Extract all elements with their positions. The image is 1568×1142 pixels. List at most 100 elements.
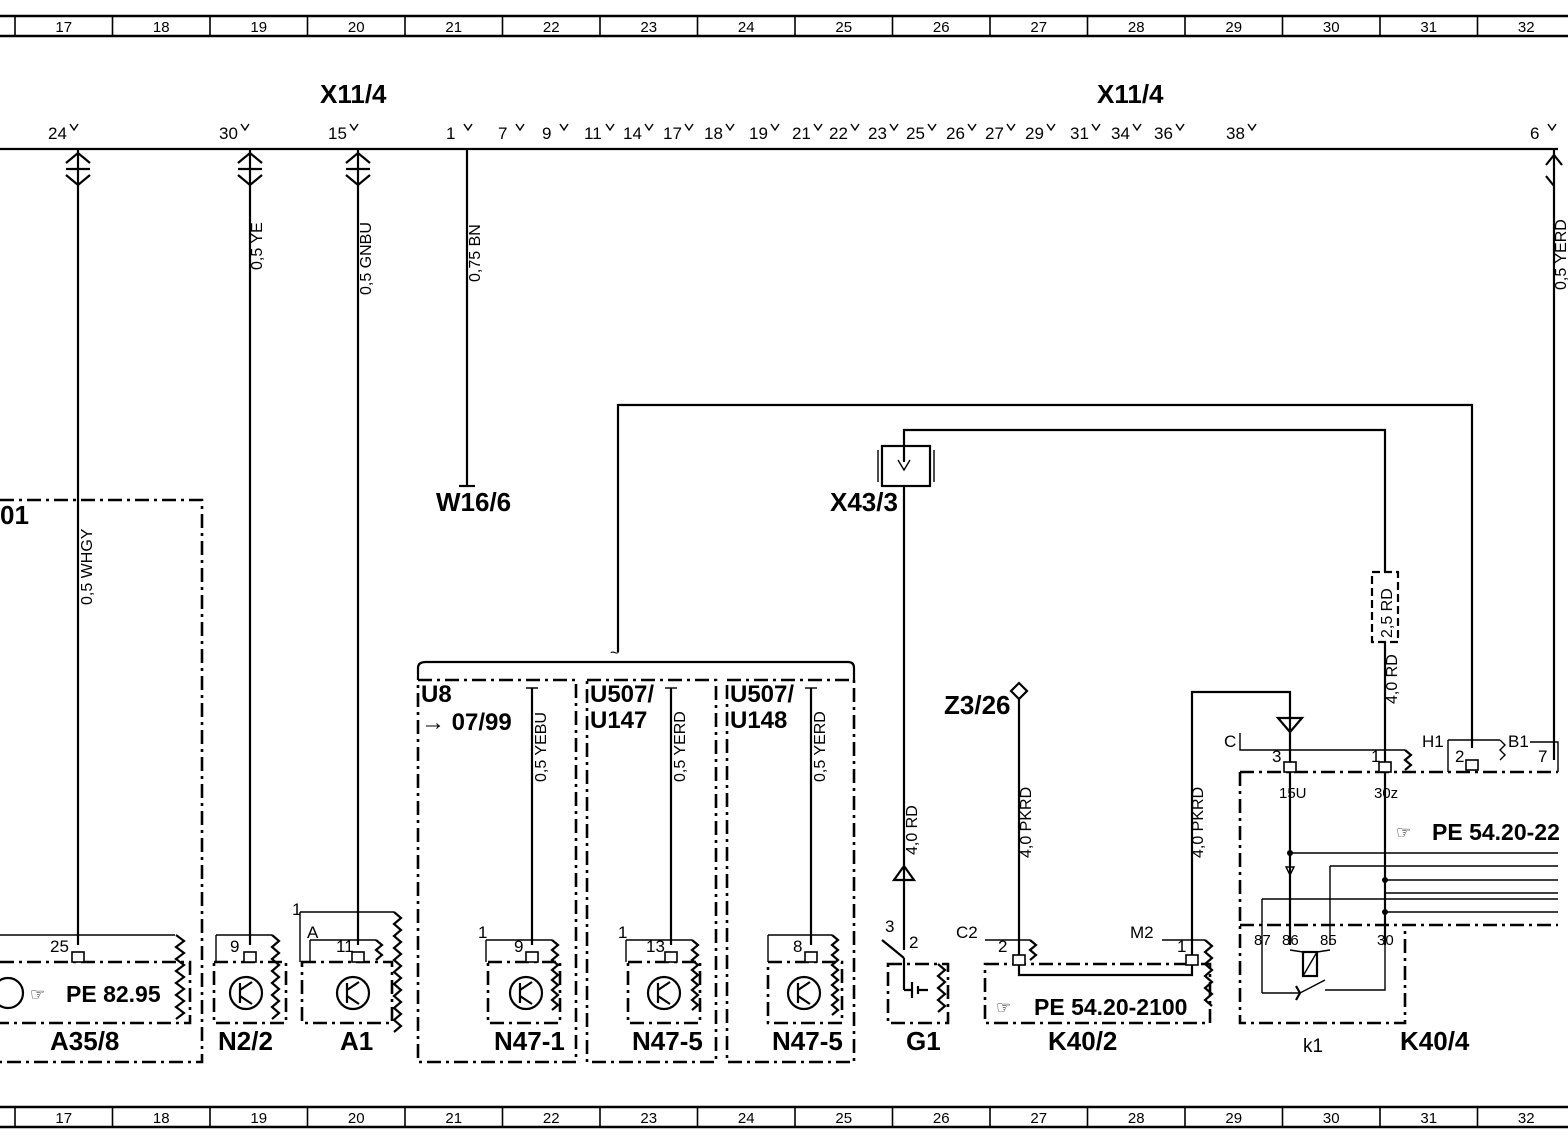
grid-cell-label: 23 [640, 19, 657, 36]
pin-11-a1: 11 [336, 937, 354, 956]
pin-c: C [1224, 732, 1236, 751]
connector-label-x43-3: X43/3 [830, 487, 898, 517]
wire-label-2-5-rd: 2,5 RD [1379, 588, 1396, 638]
connector-pin-17: 17 [663, 124, 682, 143]
component-n2-2: 9 N2/2 [212, 934, 288, 1056]
grid-cell-label: 17 [55, 1110, 72, 1127]
grid-cell-label: 29 [1225, 1110, 1242, 1127]
component-label-k40-4: K40/4 [1400, 1026, 1470, 1056]
connector-pin-31: 31 [1070, 124, 1089, 143]
component-label-k1: k1 [1303, 1036, 1323, 1057]
wire-label-pkrd-z3: 4,0 PKRD [1018, 787, 1035, 858]
terminal-30: 30 [1377, 932, 1394, 949]
connector-pin-11: 11 [584, 124, 602, 143]
module-label-u147: U147 [590, 707, 647, 734]
module-label-u148: U148 [730, 707, 787, 734]
connector-pin-1: 1 [446, 124, 455, 143]
pin-2-g1: 2 [909, 933, 918, 952]
pin-b1: B1 [1508, 732, 1529, 751]
pin-9-n47-1: 9 [514, 937, 523, 956]
connector-pin-36: 36 [1154, 124, 1173, 143]
component-label-a35-8: A35/8 [50, 1026, 119, 1056]
transistor-icon [0, 976, 25, 1010]
pin-1-k40-4: 1 [1371, 747, 1380, 766]
pin-c2: C2 [956, 923, 978, 942]
pin-7-b1: 7 [1538, 747, 1547, 766]
wire-a35-8: 0,5 WHGY [65, 149, 96, 945]
grid-cell-label: 30 [1323, 19, 1340, 36]
connector-pin-27: 27 [985, 124, 1004, 143]
wire-n2-2: 0,5 YE [237, 149, 266, 945]
grid-cell-label: 24 [738, 19, 755, 36]
grid-cell-label: 25 [835, 1110, 852, 1127]
terminal-15u: 15U [1279, 785, 1307, 802]
pin-tick-36 [1175, 123, 1185, 132]
connector-label-right: X11/4 [1097, 79, 1164, 109]
component-k40-2: 4,0 PKRD C2 2 M2 1 ☞ PE 54.20-2100 K40/2 [956, 690, 1292, 1056]
grid-cell-label: 23 [640, 1110, 657, 1127]
ground-label-w16-6: W16/6 [436, 487, 511, 517]
wire-w16-6: 0,75 BN W16/6 [436, 149, 511, 517]
grid-cell-label: 28 [1128, 19, 1145, 36]
wire-label-bn: 0,75 BN [467, 224, 484, 282]
pin-tick-34 [1132, 123, 1142, 132]
module-label-u507-b: U507/ [730, 681, 794, 708]
grid-cell-label: 19 [250, 19, 267, 36]
connector-pin-38: 38 [1226, 124, 1245, 143]
wire-label-yerd-u148: 0,5 YERD [812, 711, 829, 782]
pin-1-a1: 1 [292, 900, 301, 919]
grid-cell-label: 29 [1225, 19, 1242, 36]
grid-cell-label: 22 [543, 19, 560, 36]
connector-label-left: X11/4 [320, 79, 387, 109]
pin-tick-19 [770, 123, 780, 132]
grid-cell-label: 31 [1420, 1110, 1437, 1127]
connector-pin-14: 14 [623, 124, 642, 143]
pin-tick-31 [1091, 123, 1101, 132]
terminal-87: 87 [1254, 932, 1271, 949]
component-label-k40-2: K40/2 [1048, 1026, 1117, 1056]
pin-3-g1: 3 [885, 917, 894, 936]
pe-ref-k40-4: PE 54.20-22 [1432, 819, 1560, 845]
pin-3-k40-4: 3 [1272, 747, 1281, 766]
pin-2-h1: 2 [1455, 747, 1464, 766]
grid-cell-label: 32 [1518, 1110, 1535, 1127]
component-a35-8: 25 ☞ PE 82.95 A35/8 [0, 934, 192, 1056]
component-label-n47-5a: N47-5 [632, 1026, 703, 1056]
terminal-85: 85 [1320, 932, 1337, 949]
pin-tick-7 [515, 123, 525, 132]
pin-tick-24 [69, 123, 79, 132]
pin-a-a1: A [307, 923, 319, 942]
terminal-30z: 30z [1374, 785, 1398, 802]
grid-cell-label: 27 [1030, 1110, 1047, 1127]
component-label-n47-5b: N47-5 [772, 1026, 843, 1056]
harness-loop: ~ [416, 403, 1474, 748]
wire-label-whgy: 0,5 WHGY [79, 528, 96, 605]
grid-cell-label: 18 [153, 1110, 170, 1127]
grid-cell-label: 18 [153, 19, 170, 36]
connector-pin-7: 7 [498, 124, 507, 143]
module-group-u8: U8 → 07/99 0,5 YEBU 1 9 N47-1 [416, 678, 578, 1064]
terminal-86: 86 [1282, 932, 1299, 949]
wire-label-rd-g1: 4,0 RD [904, 805, 921, 855]
splice-z3-26: Z3/26 4,0 PKRD [944, 681, 1035, 955]
pin-tick-26 [967, 123, 977, 132]
pin-tick-21 [813, 123, 823, 132]
pin-tick-18 [725, 123, 735, 132]
pin-tick-9 [559, 123, 569, 132]
control-unit-n01: 01 [0, 498, 204, 1064]
grid-cell-label: 26 [933, 1110, 950, 1127]
wire-label-ye: 0,5 YE [249, 222, 266, 270]
connector-pin-30: 30 [219, 124, 238, 143]
grid-cell-label: 19 [250, 1110, 267, 1127]
pe-ref-icon: ☞ [1396, 823, 1411, 842]
connector-pin-34: 34 [1111, 124, 1130, 143]
pe-ref-icon: ☞ [30, 985, 45, 1004]
wire-label-yerd-right: 0,5 YERD [1553, 219, 1568, 290]
pe-ref-k40-2: PE 54.20-2100 [1034, 994, 1187, 1020]
module-label-u507-a: U507/ [590, 681, 654, 708]
wire-a1: 0,5 GNBU [345, 149, 375, 945]
